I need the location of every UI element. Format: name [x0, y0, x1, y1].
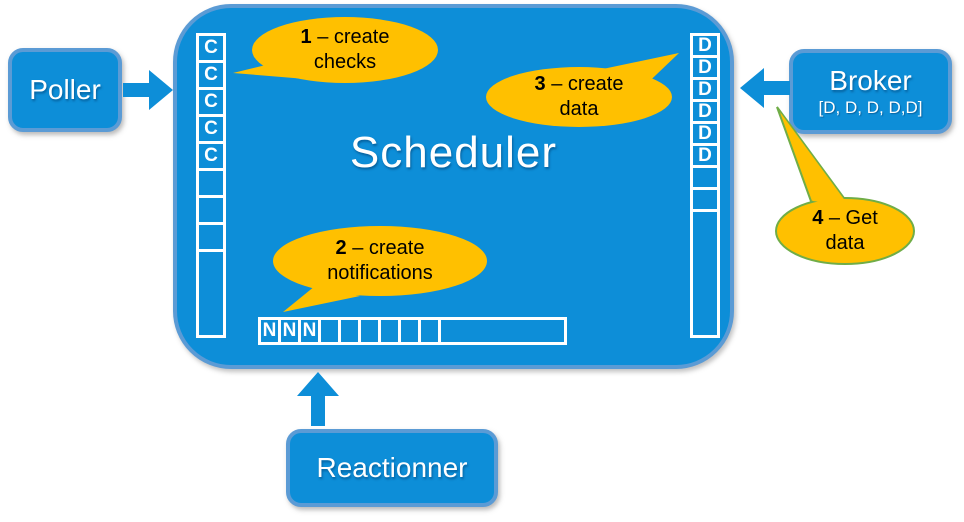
step-text: – create: [352, 237, 425, 259]
broker-data-list: [D, D, D, D,D]: [818, 98, 923, 117]
callout-create-notifications: 2 – create notifications: [255, 220, 495, 320]
step-number: 4: [812, 207, 824, 229]
check-queue-cell: [196, 222, 226, 252]
check-queue-cell: C: [196, 87, 226, 117]
step-text: – create: [551, 73, 624, 95]
step-text: data: [825, 232, 865, 254]
check-queue-cell: [196, 168, 226, 198]
check-queue-cell: C: [196, 60, 226, 90]
check-queue-cell: [196, 195, 226, 225]
callout-create-checks: 1 – create checks: [225, 14, 440, 92]
broker-label: Broker: [829, 65, 912, 96]
check-queue-cell: C: [196, 33, 226, 63]
step-number: 3: [534, 73, 546, 95]
broker-to-scheduler-arrow-icon: [740, 68, 790, 108]
reactionner-to-scheduler-arrow-icon: [297, 372, 339, 426]
callout-create-data: 3 – create data: [480, 48, 685, 133]
check-queue-cell: C: [196, 141, 226, 171]
callout-get-data: 4 – Get data: [770, 100, 920, 268]
data-queue-cell: [690, 209, 720, 338]
scheduler-title: Scheduler: [349, 128, 558, 177]
check-queue-cell: C: [196, 114, 226, 144]
speech-bubble-icon: [273, 226, 487, 312]
step-number: 2: [335, 237, 347, 259]
speech-bubble-icon: [233, 17, 438, 83]
broker-node: Broker [D, D, D, D,D]: [789, 49, 952, 134]
reactionner-label: Reactionner: [316, 452, 468, 483]
step-text: data: [559, 98, 599, 120]
speech-bubble-icon: [775, 106, 915, 265]
speech-bubble-icon: [486, 53, 679, 127]
data-queue: D D D D D D: [690, 33, 720, 338]
step-text: checks: [313, 51, 377, 73]
poller-to-scheduler-arrow-icon: [123, 70, 173, 110]
notification-queue: N N N: [258, 317, 567, 345]
poller-label: Poller: [29, 74, 101, 105]
step-number: 1: [300, 26, 312, 48]
poller-node: Poller: [8, 48, 122, 132]
reactionner-node: Reactionner: [286, 429, 498, 507]
check-queue: C C C C C: [196, 33, 226, 338]
step-text: – create: [317, 26, 390, 48]
step-text: notifications: [327, 262, 433, 284]
check-queue-cell: [196, 249, 226, 338]
notification-queue-cell: [438, 317, 567, 345]
step-text: – Get: [828, 207, 878, 229]
